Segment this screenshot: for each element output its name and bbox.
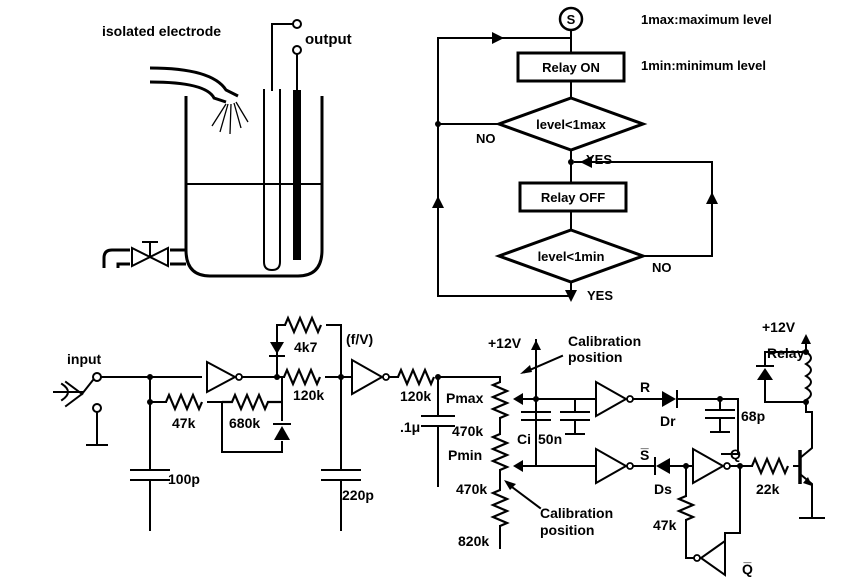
s-bar-label: S̅ (640, 447, 650, 463)
outlet-pipe (102, 248, 186, 268)
r-120k-a-label: 120k (293, 387, 324, 403)
c-68p-label: 68p (741, 408, 765, 424)
circuit: input 100p 47k 680k 4k7 (53, 315, 825, 577)
v12-b-label: +12V (762, 319, 796, 335)
cal-bot-line-1: Calibration (540, 505, 613, 521)
buffer-q (692, 447, 726, 485)
legend-min: 1min:minimum level (641, 58, 766, 73)
buffer-s (595, 447, 629, 485)
resistor-47k (164, 392, 204, 412)
tank-body (184, 96, 324, 278)
output-terminal-2 (292, 45, 302, 55)
resistor-4k7 (283, 315, 323, 335)
buffer-q-bar (699, 539, 726, 577)
c-100p-label: 100p (168, 471, 200, 487)
fv-label: (f/V) (346, 331, 373, 347)
diode-dr (662, 391, 676, 407)
resistor-120k-a (282, 367, 322, 387)
output-terminal-1 (292, 19, 302, 29)
resistor-120k-b (396, 367, 436, 387)
legend-max: 1max:maximum level (641, 12, 772, 27)
resistor-pmin (490, 432, 510, 472)
resistor-680k (222, 392, 282, 412)
valve-icon (131, 246, 169, 268)
inlet-pipe (149, 66, 239, 104)
r-label: R (640, 379, 650, 395)
pmin-label: Pmin (448, 447, 482, 463)
bare-electrode (293, 90, 301, 260)
flowchart: S 1max:maximum level 1min:minimum level … (432, 6, 772, 303)
r-470k-a-label: 470k (452, 423, 483, 439)
resistor-47k-b (676, 494, 696, 522)
yes-label-1: YES (586, 152, 612, 167)
diode-ds (656, 458, 670, 474)
v12-a-label: +12V (488, 335, 522, 351)
input-label: input (67, 351, 102, 367)
r-120k-b-label: 120k (400, 388, 431, 404)
relay-off-box (518, 181, 628, 213)
buffer-1 (206, 360, 238, 394)
decision-max-label: level<1max (536, 117, 607, 132)
relay-on-box (516, 51, 626, 83)
decision-min-label: level<1min (538, 249, 605, 264)
diode-4k7 (270, 342, 284, 354)
r-820k-label: 820k (458, 533, 489, 549)
buffer-2 (351, 358, 385, 396)
relay-on-label: Relay ON (542, 60, 600, 75)
c-50n-label: 50n (538, 431, 562, 447)
cal-top-line-1: Calibration (568, 333, 641, 349)
cal-bot-line-2: position (540, 522, 594, 538)
ci-label: Ci (517, 431, 531, 447)
buffer-r (595, 380, 629, 418)
relay-diode (757, 368, 773, 380)
yes-label-2: YES (587, 288, 613, 303)
r-470k-b-label: 470k (456, 481, 487, 497)
tank-illustration: isolated electrode output (102, 19, 352, 278)
no-label-1: NO (476, 131, 496, 146)
c-220p-label: 220p (342, 487, 374, 503)
q-bar-label: Q̅ (742, 561, 753, 577)
relay-off-label: Relay OFF (541, 190, 605, 205)
r-47k-label: 47k (172, 415, 196, 431)
isolated-electrode (263, 89, 281, 272)
no-label-2: NO (652, 260, 672, 275)
resistor-820k (490, 488, 510, 528)
output-label: output (305, 31, 352, 48)
dr-label: Dr (660, 413, 676, 429)
cal-top-line-2: position (568, 349, 622, 365)
r-22k-label: 22k (756, 481, 780, 497)
r-4k7-label: 4k7 (294, 339, 318, 355)
relay-label: Relay (767, 345, 805, 361)
c-1u-label: .1μ (400, 419, 420, 435)
q-label: Q (730, 446, 741, 462)
ds-label: Ds (654, 481, 672, 497)
water-spray (211, 101, 249, 135)
relay-coil (804, 350, 812, 402)
r-680k-label: 680k (229, 415, 260, 431)
resistor-22k (750, 456, 790, 476)
resistor-pmax (490, 380, 510, 420)
r-47k-b-label: 47k (653, 517, 677, 533)
pmax-label: Pmax (446, 390, 484, 406)
diode-680k (274, 426, 290, 440)
tank-title: isolated electrode (102, 23, 221, 39)
start-label: S (567, 12, 576, 27)
